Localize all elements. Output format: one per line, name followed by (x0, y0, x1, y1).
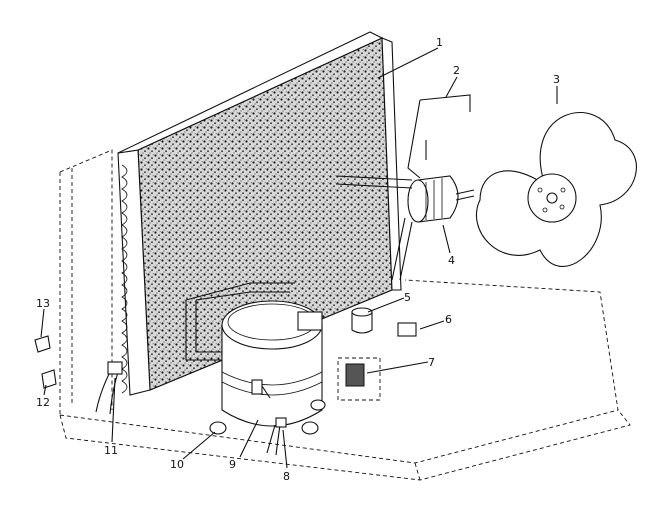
callout-4: 4 (448, 254, 455, 267)
callout-6: 6 (445, 313, 452, 326)
side-bracket (59, 149, 113, 415)
relay (397, 322, 417, 337)
callout-12: 12 (36, 396, 50, 409)
callout-2: 2 (453, 64, 460, 77)
callout-labels: 1 2 3 4 5 6 7 8 9 10 11 12 13 (36, 36, 560, 483)
callout-1: 1 (436, 36, 443, 49)
compressor (221, 300, 323, 427)
coil-return-bends (121, 164, 128, 394)
callout-3: 3 (553, 73, 560, 86)
item11-tubing (95, 361, 123, 415)
callout-8: 8 (283, 470, 290, 483)
fan-blade (475, 112, 637, 267)
callout-13: 13 (36, 297, 50, 310)
condenser-coil (117, 31, 402, 396)
capacitor (351, 307, 373, 334)
motor-mount-bracket (335, 94, 471, 281)
fan-motor (407, 175, 475, 223)
callout-7: 7 (428, 356, 435, 369)
compressor-mounting-feet (209, 399, 326, 435)
terminal-box (337, 357, 381, 401)
service-valves (34, 335, 57, 389)
refrigerant-piping (185, 282, 295, 361)
callout-9: 9 (229, 458, 236, 471)
callout-11: 11 (104, 444, 118, 457)
leader-lines (40, 47, 558, 469)
callout-10: 10 (170, 458, 184, 471)
compressor-leads (266, 417, 287, 456)
callout-5: 5 (404, 291, 411, 304)
base-pan (59, 279, 631, 481)
